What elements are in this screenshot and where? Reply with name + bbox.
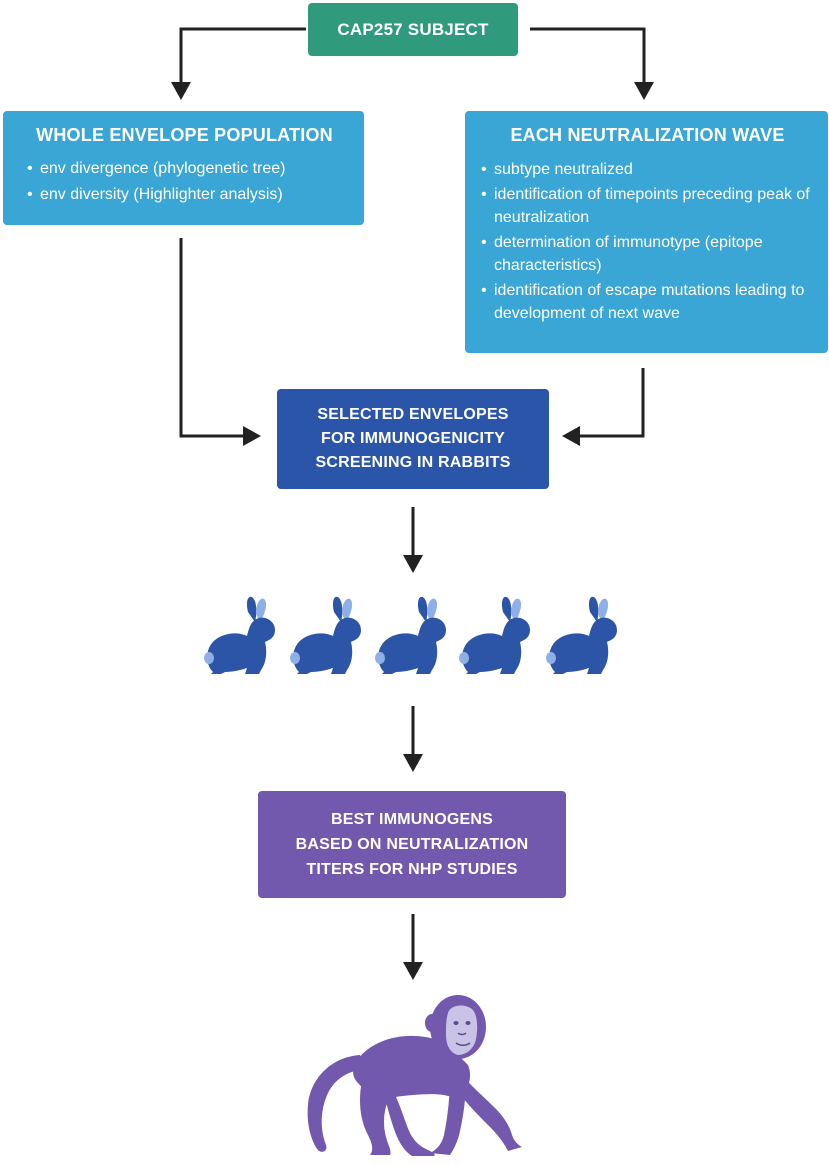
whole-envelope-title: WHOLE ENVELOPE POPULATION	[36, 125, 333, 145]
arrow-left-to-middle	[179, 238, 244, 438]
best-immunogens-box: BEST IMMUNOGENS BASED ON NEUTRALIZATION …	[258, 791, 566, 898]
arrow-right-to-middle	[579, 368, 645, 438]
arrowhead	[403, 754, 423, 772]
rabbit-icon	[204, 596, 275, 674]
list-item: identification of escape mutations leadi…	[479, 279, 816, 325]
best-immunogens-line: BASED ON NEUTRALIZATION	[295, 836, 529, 853]
list-item: identification of timepoints preceding p…	[479, 183, 816, 229]
arrowhead	[634, 82, 654, 100]
list-item: determination of immunotype (epitope cha…	[479, 231, 816, 277]
neutralization-wave-title: EACH NEUTRALIZATION WAVE	[510, 125, 785, 145]
rabbit-icon	[459, 596, 530, 674]
list-item: env divergence (phylogenetic tree)	[23, 158, 346, 180]
selected-envelopes-line: SCREENING IN RABBITS	[315, 454, 511, 471]
best-immunogens-line: TITERS FOR NHP STUDIES	[306, 861, 518, 878]
neutralization-wave-list: subtype neutralized identification of ti…	[479, 158, 816, 325]
list-item: env diversity (Highlighter analysis)	[23, 184, 346, 206]
subject-label: CAP257 SUBJECT	[337, 19, 489, 39]
neutralization-wave-box: EACH NEUTRALIZATION WAVE subtype neutral…	[465, 111, 828, 353]
arrowhead	[243, 426, 261, 446]
selected-envelopes-box: SELECTED ENVELOPES FOR IMMUNOGENICITY SC…	[277, 389, 549, 489]
whole-envelope-box: WHOLE ENVELOPE POPULATION env divergence…	[3, 111, 364, 225]
rabbit-icon	[290, 596, 361, 674]
monkey-icon	[307, 995, 522, 1156]
rabbit-icon	[375, 596, 446, 674]
arrowhead	[562, 426, 580, 446]
arrowhead	[171, 82, 191, 100]
arrowhead	[403, 962, 423, 980]
list-item: subtype neutralized	[479, 158, 816, 181]
rabbit-icon	[546, 596, 617, 674]
arrow-top-to-left	[179, 27, 306, 83]
whole-envelope-list: env divergence (phylogenetic tree) env d…	[23, 158, 346, 206]
arrowhead	[403, 555, 423, 573]
arrow-top-to-right	[530, 27, 646, 83]
selected-envelopes-line: FOR IMMUNOGENICITY	[320, 430, 506, 447]
subject-box: CAP257 SUBJECT	[308, 3, 518, 56]
best-immunogens-line: BEST IMMUNOGENS	[330, 811, 494, 828]
selected-envelopes-line: SELECTED ENVELOPES	[317, 406, 509, 423]
